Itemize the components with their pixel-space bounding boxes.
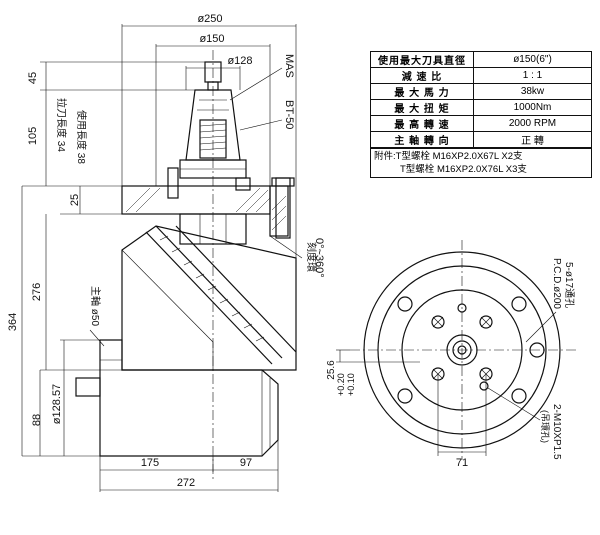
spec-value: 2000 RPM [473, 115, 592, 132]
through-hole [511, 388, 527, 404]
spec-label: 最 大 扭 矩 [370, 99, 474, 116]
cross-holes [431, 303, 493, 391]
dim-h25: 25 [69, 194, 81, 206]
thread-coil [199, 119, 227, 159]
bottom-dimensions [99, 440, 279, 492]
spec-label: 減 速 比 [370, 67, 474, 84]
through-hole [397, 388, 413, 404]
spindle-end [75, 377, 101, 397]
top-dimensions [121, 24, 297, 258]
dim-w272: 272 [177, 477, 195, 489]
front-view: 25.6 +0.20 +0.10 71 5-ø17通孔 P.C.D.ø200 2… [326, 240, 576, 469]
dim-h364: 364 [7, 313, 19, 331]
spec-label: 使用最大刀具直徑 [370, 51, 474, 68]
through-hole [529, 342, 545, 358]
output-body [99, 339, 279, 457]
dim-h105: 105 [27, 127, 39, 145]
spec-label: 主 軸 轉 向 [370, 131, 474, 148]
dim-d150: ø150 [199, 33, 224, 45]
label-angle: 0°~360° [313, 238, 325, 278]
scale-ring [145, 225, 297, 365]
spec-value: 38kw [473, 83, 592, 100]
label-pull-length: 拉刀長度 34 [55, 98, 68, 152]
label-pcd: P.C.D.ø200 [551, 258, 562, 309]
side-view: ø250 ø150 ø128 45 105 25 276 364 88 ø128… [7, 13, 325, 492]
dim-d128-57: ø128.57 [51, 384, 63, 424]
label-mas: MAS [283, 54, 295, 78]
label-holes: 5-ø17通孔 [563, 262, 575, 308]
label-spindle: 主軸 ø50 [89, 286, 102, 326]
spec-value: 正 轉 [473, 131, 592, 148]
t-bolt-left [167, 167, 179, 199]
dim-h45: 45 [27, 72, 39, 84]
label-lift-hole: (吊環孔) [540, 410, 550, 443]
dim-d128: ø128 [227, 55, 252, 67]
label-bt50: BT-50 [283, 100, 295, 129]
dim-tol: +0.20 [336, 373, 346, 396]
spec-row: 主 軸 轉 向正 轉 [370, 131, 592, 148]
dim-h276: 276 [31, 283, 43, 301]
spec-value: 1000Nm [473, 99, 592, 116]
through-hole [397, 296, 413, 312]
flange-right-step [269, 185, 289, 237]
inner-housing [179, 213, 247, 245]
dim-w71: 71 [456, 457, 468, 469]
accessory-line-2: T型螺栓 M16XP2.0X76L X3支 [400, 164, 527, 175]
dim-h25-6: 25.6 [326, 360, 337, 380]
spec-label: 最 大 馬 力 [370, 83, 474, 100]
dim-tol2: +0.10 [346, 373, 356, 396]
through-hole [511, 296, 527, 312]
flange-hatching [125, 187, 287, 231]
accessory-line-1: 附件:T型螺栓 M16XP2.0X67L X2支 [374, 151, 523, 162]
dim-w97: 97 [240, 457, 252, 469]
dim-d250: ø250 [197, 13, 222, 25]
label-scale-ring: 刻度環 [305, 242, 318, 272]
spec-value: 1 : 1 [473, 67, 592, 84]
left-dimensions [21, 61, 205, 457]
label-use-length: 使用長度 38 [75, 110, 88, 164]
spec-label: 最 高 轉 速 [370, 115, 474, 132]
bolt-head [235, 177, 251, 191]
front-dimensions [336, 311, 557, 456]
dim-w175: 175 [141, 457, 159, 469]
accessory-note: 附件:T型螺栓 M16XP2.0X67L X2支 T型螺栓 M16XP2.0X7… [370, 148, 592, 178]
dim-h88: 88 [31, 414, 43, 426]
spec-value: ø150(6") [473, 51, 592, 68]
label-thread: 2-M10XP1.5 [551, 404, 562, 460]
